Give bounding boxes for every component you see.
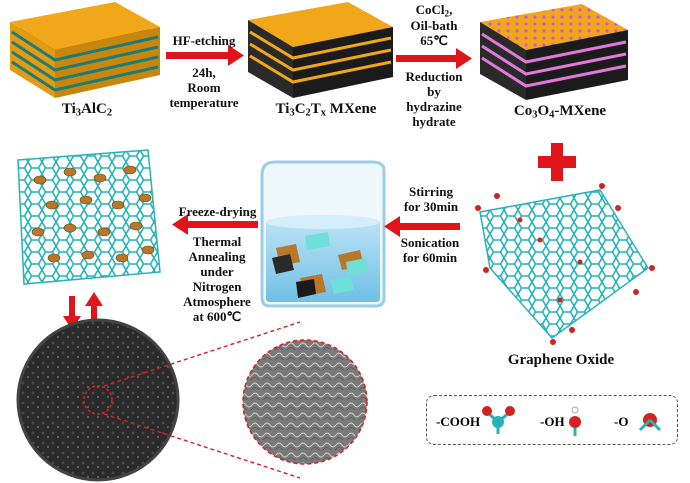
zoom-lines — [103, 321, 301, 479]
cooh-molecule-icon — [482, 406, 515, 434]
label-graphene-oxide: Graphene Oxide — [507, 352, 615, 368]
arrow-stirring — [384, 216, 460, 237]
beaker — [260, 160, 386, 308]
step-sonication: Sonication for 60min — [400, 235, 460, 265]
step-cocl2-oilbath: CoCl2, Oil-bath 65℃ — [410, 2, 458, 48]
step-hf-etching: HF-etching — [172, 33, 236, 48]
composite-sheet — [17, 149, 161, 285]
arrow-hf-etching — [166, 45, 244, 66]
legend-o-label: -O — [614, 414, 629, 429]
step-freeze-drying: Freeze-drying — [178, 204, 257, 219]
label-ti3c2tx-mxene: Ti3C2Tx MXene — [275, 101, 377, 119]
legend-oh-label: -OH — [540, 414, 565, 429]
co3o4-mxene-stack — [480, 4, 628, 100]
step-reduction-hydrazine: Reduction by hydrazine hydrate — [405, 69, 463, 129]
aerogel-pellet-photo — [16, 318, 180, 482]
o-molecule-icon — [638, 413, 662, 432]
sem-image — [242, 339, 368, 465]
step-stirring: Stirring for 30min — [403, 184, 459, 214]
ti3c2tx-stack — [248, 2, 393, 98]
arrow-reduction — [396, 48, 472, 69]
legend-box — [426, 395, 678, 445]
plus-icon — [538, 143, 576, 181]
arrow-up — [85, 292, 103, 330]
label-ti3alc2: Ti3AlC2 — [61, 101, 113, 119]
step-hf-conditions: 24h, Room temperature — [169, 65, 239, 110]
ti3alc2-stack — [10, 2, 160, 98]
mxene-flakes — [272, 232, 368, 298]
graphene-oxide-sheet — [475, 183, 655, 345]
oh-molecule-icon — [569, 406, 581, 436]
arrow-freeze-drying — [172, 214, 258, 235]
label-co3o4-mxene: Co3O4-MXene — [513, 103, 607, 121]
legend-cooh-label: -COOH — [436, 414, 481, 429]
step-thermal-annealing: Thermal Annealing under Nitrogen Atmosph… — [183, 234, 251, 324]
